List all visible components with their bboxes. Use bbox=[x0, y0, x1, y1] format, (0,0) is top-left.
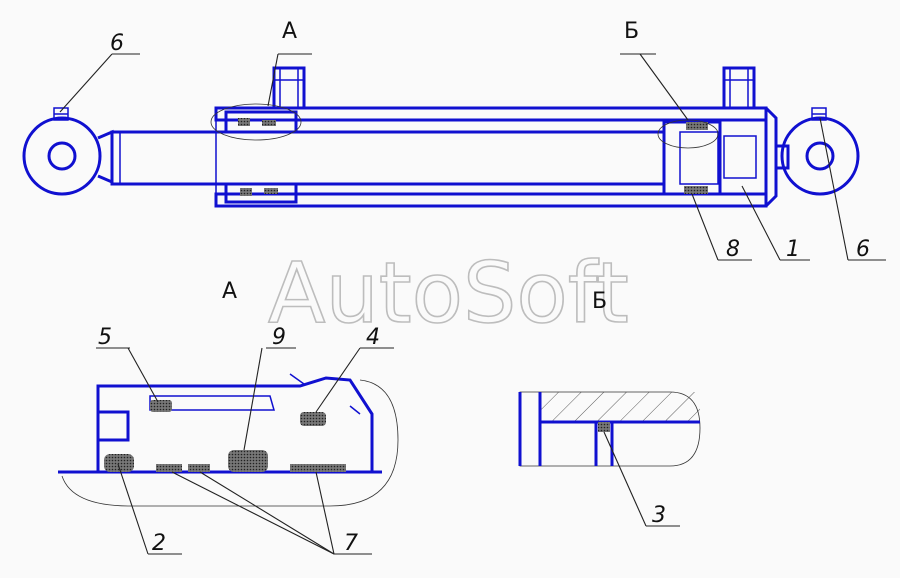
seal-3 bbox=[598, 422, 610, 432]
callout-8: 8 bbox=[726, 237, 740, 262]
cylinder-assembly bbox=[22, 66, 860, 208]
callout-7: 7 bbox=[344, 531, 358, 556]
piston bbox=[662, 120, 722, 196]
end-cap bbox=[718, 106, 790, 208]
detail-b bbox=[518, 391, 701, 467]
section-label-b-top: Б bbox=[624, 19, 639, 44]
callout-1: 1 bbox=[786, 237, 800, 262]
callout-6-left: 6 bbox=[110, 31, 124, 56]
callout-5: 5 bbox=[98, 325, 112, 350]
seal-7a bbox=[156, 464, 182, 472]
gland bbox=[224, 110, 298, 204]
piston-rod bbox=[110, 130, 666, 186]
section-label-a-detail: А bbox=[222, 279, 237, 304]
seal-5 bbox=[150, 400, 172, 412]
seal-2 bbox=[104, 454, 134, 472]
right-eye bbox=[780, 107, 860, 196]
port-left bbox=[272, 66, 306, 110]
leaders-detail-a bbox=[96, 347, 394, 555]
piston-section bbox=[540, 392, 700, 422]
left-eye bbox=[22, 107, 102, 196]
callout-4: 4 bbox=[366, 325, 380, 350]
callout-9: 9 bbox=[272, 325, 286, 350]
leaders-detail-b bbox=[603, 431, 680, 527]
gland-section bbox=[96, 376, 374, 474]
callout-6-right: 6 bbox=[856, 237, 870, 262]
detail-ring-a bbox=[210, 103, 302, 141]
seal-7b bbox=[188, 464, 210, 472]
leaders-main bbox=[59, 53, 886, 261]
detail-a bbox=[58, 373, 399, 507]
section-label-a-top: А bbox=[282, 19, 297, 44]
section-label-b-detail: Б bbox=[592, 289, 607, 314]
seal-9 bbox=[228, 450, 268, 472]
seal-4 bbox=[300, 412, 326, 426]
seal-7c bbox=[290, 464, 346, 472]
port-right bbox=[722, 66, 756, 110]
callout-3: 3 bbox=[652, 503, 666, 528]
watermark: AutoSoft bbox=[268, 244, 629, 342]
callout-2: 2 bbox=[152, 531, 166, 556]
